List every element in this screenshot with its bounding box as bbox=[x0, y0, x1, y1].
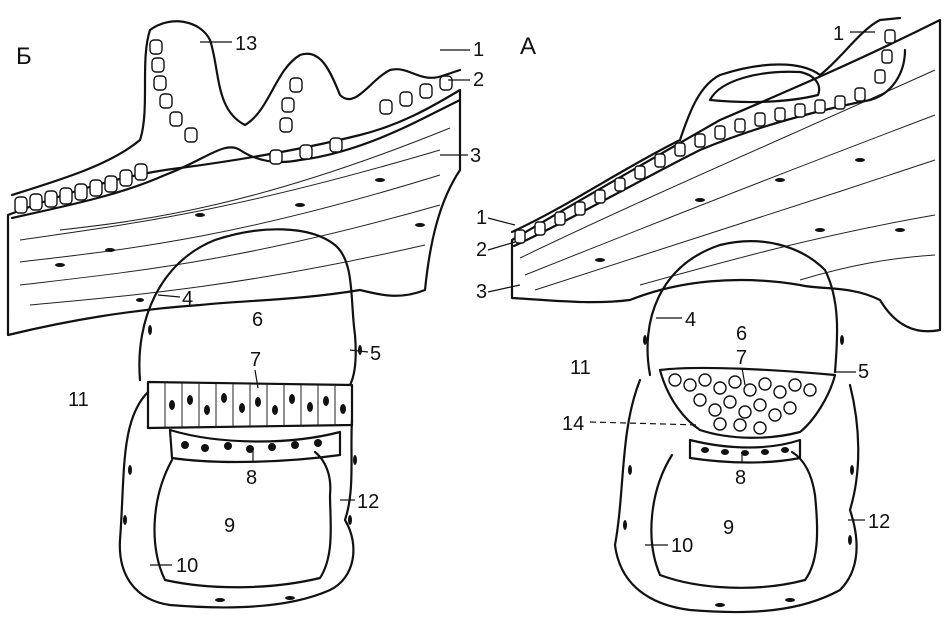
panel-b-cell-row-8 bbox=[170, 430, 340, 462]
panel-a-epithelium-top bbox=[512, 18, 900, 232]
panel-a: А bbox=[476, 18, 940, 612]
panel-b-letter: Б bbox=[16, 43, 32, 70]
panel-b-label-1-mid: 1 bbox=[476, 207, 487, 229]
panel-b-label-10: 10 bbox=[176, 555, 198, 577]
panel-b-label-12: 12 bbox=[357, 491, 379, 513]
panel-b-label-2-mid: 2 bbox=[476, 239, 487, 261]
panel-b-leader-lines bbox=[150, 42, 470, 565]
panel-a-label-14: 14 bbox=[562, 413, 584, 435]
panel-a-label-12: 12 bbox=[868, 511, 890, 533]
panel-b-label-11: 11 bbox=[68, 389, 89, 411]
panel-a-label-1-top: 1 bbox=[833, 23, 844, 45]
panel-a-label-7: 7 bbox=[736, 347, 747, 369]
panel-b-label-9: 9 bbox=[224, 515, 235, 537]
panel-a-cyst-space bbox=[710, 72, 819, 102]
panel-a-epithelium-basal bbox=[514, 50, 905, 246]
panel-a-label-9: 9 bbox=[723, 517, 734, 539]
panel-b-label-3-mid: 3 bbox=[476, 281, 487, 303]
panel-b-label-3-top: 3 bbox=[470, 145, 481, 167]
panel-b: Б bbox=[8, 21, 487, 607]
panel-a-label-4: 4 bbox=[685, 309, 696, 331]
panel-a-label-10: 10 bbox=[671, 535, 693, 557]
panel-b-stroma-nuclei bbox=[55, 178, 425, 602]
panel-a-label-5: 5 bbox=[858, 361, 869, 383]
panel-b-label-2-top: 2 bbox=[473, 69, 484, 91]
panel-b-label-6: 6 bbox=[252, 309, 263, 331]
panel-a-stroma-band bbox=[512, 20, 940, 331]
panel-b-label-1-top: 1 bbox=[473, 39, 484, 61]
panel-a-fibers bbox=[520, 70, 935, 290]
panel-a-letter: А bbox=[520, 33, 536, 60]
panel-b-label-8: 8 bbox=[246, 467, 257, 489]
panel-a-epithelial-cells bbox=[515, 30, 895, 243]
panel-b-label-7: 7 bbox=[250, 349, 261, 371]
panel-a-label-6: 6 bbox=[736, 323, 747, 345]
panel-b-granulosa-nuclei bbox=[169, 393, 346, 415]
panel-b-stroma-band bbox=[8, 90, 460, 335]
panel-b-label-13: 13 bbox=[235, 33, 257, 55]
panel-a-label-8: 8 bbox=[735, 467, 746, 489]
panel-a-label-11: 11 bbox=[570, 357, 591, 379]
panel-a-granulosa-mass bbox=[660, 368, 835, 438]
panel-b-label-4: 4 bbox=[182, 288, 193, 310]
panel-b-fibers bbox=[20, 128, 450, 305]
panel-b-label-5: 5 bbox=[370, 343, 381, 365]
panel-a-follicle-outer-wall bbox=[615, 380, 858, 612]
